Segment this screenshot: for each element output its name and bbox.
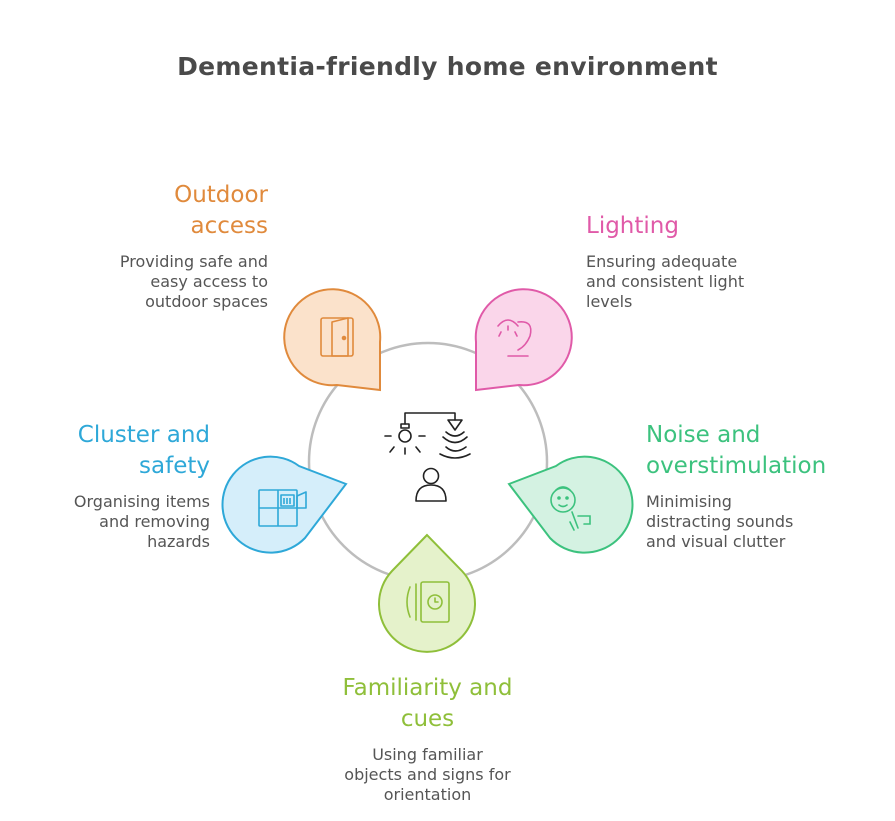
outdoor-access-pin: [283, 288, 382, 392]
noise-pin: [507, 455, 634, 554]
cluster-safety-title: Cluster and safety: [77, 422, 210, 479]
door-icon: [320, 317, 354, 357]
outdoor-access-title: Outdoor access: [174, 182, 268, 239]
familiarity-title: Familiarity and cues: [342, 675, 513, 732]
cluster-safety-pin: [221, 455, 348, 554]
lighting-title: Lighting: [586, 213, 679, 239]
cluster-safety-block: Cluster and safety Organising items and …: [20, 420, 210, 552]
outdoor-access-block: Outdoor access Providing safe and easy a…: [60, 180, 268, 312]
person-sensor-light-icon: [384, 412, 471, 502]
lighting-description: Ensuring adequate and consistent light l…: [586, 252, 745, 311]
baby-face-icon: [550, 486, 591, 531]
page-title: Dementia-friendly home environment: [177, 52, 718, 81]
lighting-pin: [474, 288, 573, 392]
noise-description: Minimising distracting sounds and visual…: [646, 492, 794, 551]
outdoor-access-description: Providing safe and easy access to outdoo…: [119, 252, 268, 311]
familiarity-block: Familiarity and cues Using familiar obje…: [290, 673, 565, 805]
lighting-block: Lighting Ensuring adequate and consisten…: [586, 211, 826, 312]
cluster-safety-description: Organising items and removing hazards: [73, 492, 210, 551]
lamp-icon: [497, 319, 532, 357]
familiarity-pin: [378, 533, 476, 653]
familiarity-description: Using familiar objects and signs for ori…: [344, 745, 511, 804]
clock-sign-icon: [406, 581, 450, 623]
shelf-icon: [258, 489, 307, 527]
noise-block: Noise and overstimulation Minimising dis…: [646, 420, 886, 552]
noise-title: Noise and overstimulation: [646, 422, 827, 479]
